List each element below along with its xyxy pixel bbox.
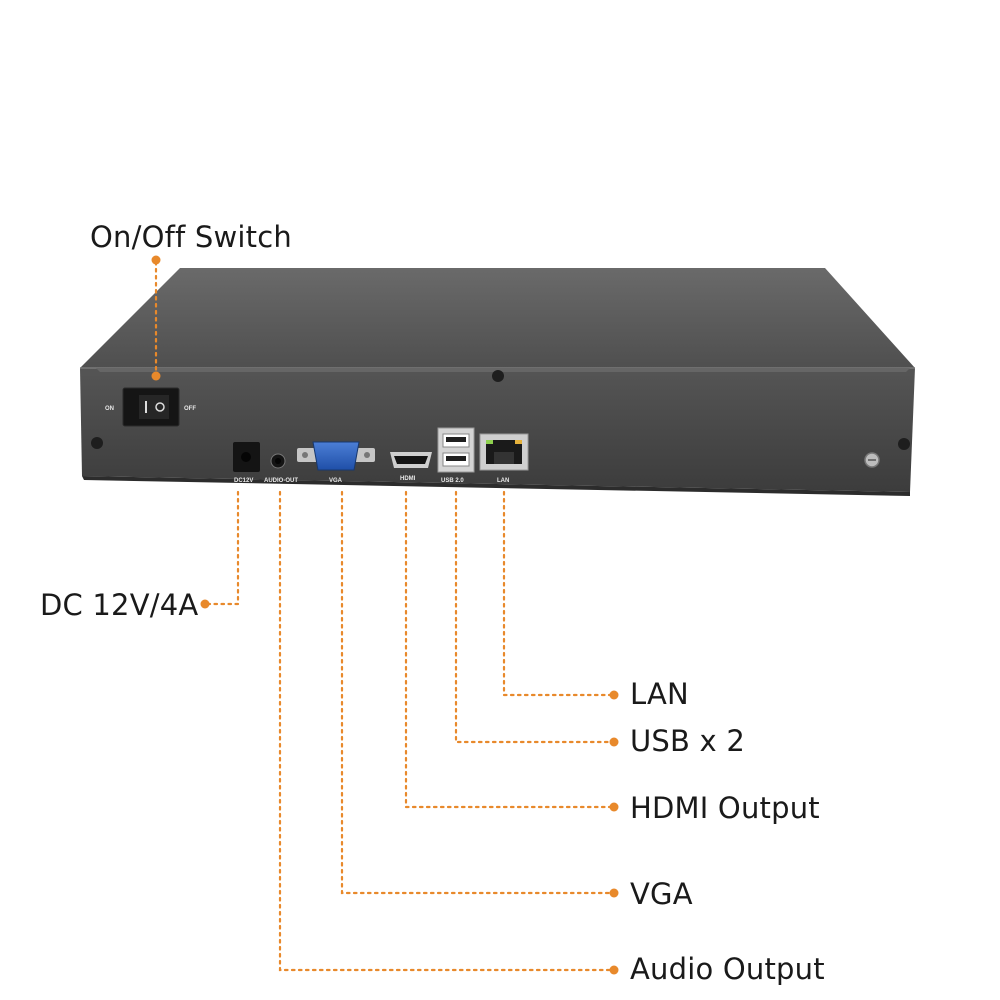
usb-leader-line bbox=[454, 490, 614, 744]
hdmi-dot bbox=[609, 802, 619, 812]
screw-icon bbox=[898, 438, 910, 450]
leader-dots bbox=[151, 255, 619, 975]
audio-out-port bbox=[270, 453, 286, 469]
lan-port-label: LAN bbox=[497, 478, 509, 484]
hdmi-leader-line bbox=[404, 490, 614, 809]
vga-port bbox=[297, 441, 375, 471]
usb-callout: USB x 2 bbox=[630, 724, 745, 758]
onoff-switch-callout: On/Off Switch bbox=[90, 220, 292, 254]
nvr-chassis bbox=[80, 268, 915, 496]
usb-dot bbox=[609, 737, 619, 747]
vga-callout: VGA bbox=[630, 877, 693, 911]
chassis-top-panel bbox=[80, 268, 915, 368]
power-switch[interactable] bbox=[122, 387, 180, 427]
audio-port-label: AUDIO-OUT bbox=[264, 478, 298, 484]
leader-lines bbox=[154, 260, 614, 972]
hdmi-port bbox=[390, 452, 432, 468]
switch-off-label: OFF bbox=[184, 406, 196, 412]
audio-dot bbox=[609, 965, 619, 975]
hdmi-callout: HDMI Output bbox=[630, 791, 820, 825]
onoff-dot bbox=[151, 255, 161, 265]
vga-dot bbox=[609, 888, 619, 898]
screw-icon bbox=[492, 370, 504, 382]
lan-dot bbox=[609, 690, 619, 700]
lan-leader-line bbox=[502, 490, 614, 697]
audio-callout: Audio Output bbox=[630, 952, 825, 986]
chassis-front-panel bbox=[80, 368, 915, 492]
chassis-screws bbox=[91, 370, 910, 468]
lan-callout: LAN bbox=[630, 677, 689, 711]
vga-port-label: VGA bbox=[329, 478, 343, 484]
onoff-target-dot bbox=[151, 371, 161, 381]
dc-dot bbox=[200, 599, 210, 609]
audio-leader-line bbox=[278, 490, 614, 972]
usb-port-label: USB 2.0 bbox=[441, 478, 464, 484]
switch-on-label: ON bbox=[105, 406, 114, 412]
dc-power-port bbox=[233, 442, 260, 472]
dc-callout: DC 12V/4A bbox=[40, 588, 199, 622]
usb-ports bbox=[437, 427, 475, 473]
hdmi-port-label: HDMI bbox=[400, 476, 416, 482]
dc-leader-line bbox=[204, 490, 240, 606]
vga-leader-line bbox=[340, 490, 614, 895]
lan-port bbox=[479, 433, 529, 471]
screw-icon bbox=[91, 437, 103, 449]
dc-port-label: DC12V bbox=[234, 478, 253, 484]
